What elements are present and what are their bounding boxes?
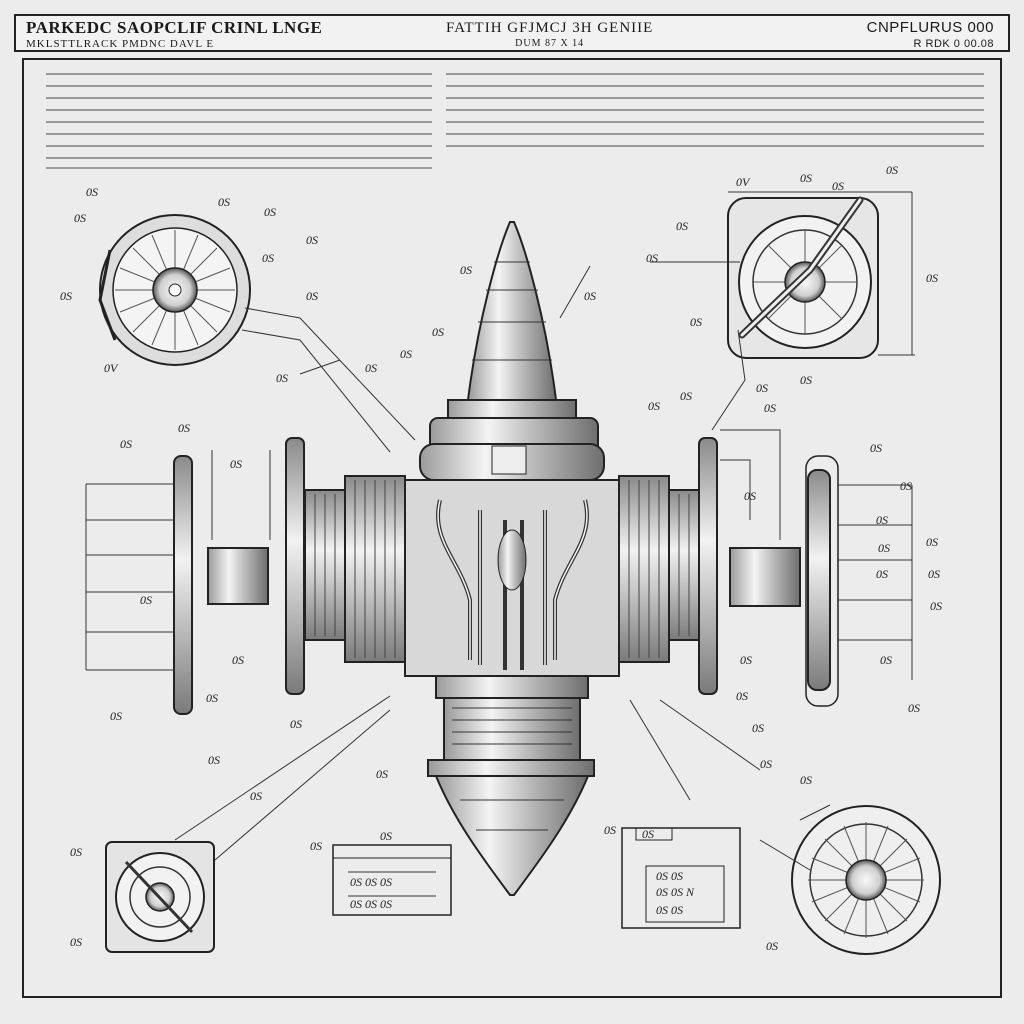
callout: 0S bbox=[460, 263, 472, 277]
callout: 0S bbox=[878, 541, 890, 555]
callout: 0S bbox=[908, 701, 920, 715]
callout: 0S bbox=[832, 179, 844, 193]
callout: 0S bbox=[218, 195, 230, 209]
right-turbine-stages bbox=[619, 438, 838, 706]
callout: 0S bbox=[584, 289, 596, 303]
callout: 0S bbox=[876, 513, 888, 527]
callout: 0S bbox=[736, 689, 748, 703]
nose-cone bbox=[448, 222, 576, 418]
callout: 0S bbox=[744, 489, 756, 503]
fan-detail-bottom-right bbox=[792, 806, 940, 954]
callout: 0S bbox=[208, 753, 220, 767]
callout: 0S bbox=[376, 767, 388, 781]
callout: 0S bbox=[760, 757, 772, 771]
callout: 0S bbox=[756, 381, 768, 395]
callout: 0S bbox=[766, 939, 778, 953]
callout: 0S bbox=[206, 691, 218, 705]
exhaust-cone bbox=[428, 676, 594, 895]
callout: 0S bbox=[250, 789, 262, 803]
table-right-row-3: 0S 0S bbox=[656, 903, 683, 917]
callout: 0S bbox=[900, 479, 912, 493]
callout: 0V bbox=[104, 361, 119, 375]
table-right-header: 0S bbox=[642, 827, 654, 841]
callout: 0S bbox=[230, 457, 242, 471]
callout: 0S bbox=[886, 163, 898, 177]
callout: 0S bbox=[232, 653, 244, 667]
dimension-table-right: 0S 0S 0S 0S 0S N 0S 0S bbox=[622, 827, 740, 928]
callout: 0S bbox=[876, 567, 888, 581]
callout: 0S bbox=[365, 361, 377, 375]
callout: 0S bbox=[680, 389, 692, 403]
callout: 0S bbox=[264, 205, 276, 219]
callout: 0S bbox=[400, 347, 412, 361]
callout: 0S bbox=[800, 171, 812, 185]
callout: 0S bbox=[604, 823, 616, 837]
callout: 0S bbox=[800, 773, 812, 787]
callout: 0S bbox=[74, 211, 86, 225]
callout: 0S bbox=[70, 845, 82, 859]
callout: 0S bbox=[276, 371, 288, 385]
table-left-row-2: 0S 0S 0S bbox=[350, 897, 392, 911]
callout: 0S bbox=[648, 399, 660, 413]
callout: 0S bbox=[870, 441, 882, 455]
callout: 0S bbox=[926, 535, 938, 549]
callout: 0S bbox=[306, 289, 318, 303]
callout: 0S bbox=[926, 271, 938, 285]
callout: 0S bbox=[676, 219, 688, 233]
callout: 0S bbox=[752, 721, 764, 735]
callout: 0S bbox=[928, 567, 940, 581]
left-compressor-stages bbox=[174, 438, 405, 714]
callout: 0S bbox=[764, 401, 776, 415]
spec-lines-left bbox=[46, 74, 432, 168]
callout: 0S bbox=[432, 325, 444, 339]
callout: 0S bbox=[740, 653, 752, 667]
callout: 0S bbox=[86, 185, 98, 199]
callout: 0S bbox=[290, 717, 302, 731]
callout: 0S bbox=[310, 839, 322, 853]
table-left-row-1: 0S 0S 0S bbox=[350, 875, 392, 889]
dimension-table-left: 0S 0S 0S 0S 0S 0S 0S bbox=[333, 829, 451, 915]
callout: 0S bbox=[800, 373, 812, 387]
callout: 0S bbox=[110, 709, 122, 723]
fan-detail-top-right bbox=[728, 192, 915, 358]
fan-detail-top-left bbox=[100, 215, 250, 365]
table-left-header: 0S bbox=[380, 829, 392, 843]
detail-bottom-left bbox=[106, 842, 214, 952]
table-right-row-2: 0S 0S N bbox=[656, 885, 695, 899]
callout: 0S bbox=[880, 653, 892, 667]
callout: 0S bbox=[262, 251, 274, 265]
callout: 0S bbox=[70, 935, 82, 949]
callout: 0S bbox=[60, 289, 72, 303]
callout: 0S bbox=[140, 593, 152, 607]
callout: 0S bbox=[178, 421, 190, 435]
callout: 0S bbox=[930, 599, 942, 613]
callout: 0V bbox=[736, 175, 751, 189]
spec-lines-right bbox=[446, 74, 984, 146]
table-right-row-1: 0S 0S bbox=[656, 869, 683, 883]
engine-core bbox=[405, 418, 619, 676]
callout: 0S bbox=[120, 437, 132, 451]
callout: 0S bbox=[306, 233, 318, 247]
callout: 0S bbox=[690, 315, 702, 329]
callout: 0S bbox=[646, 251, 658, 265]
